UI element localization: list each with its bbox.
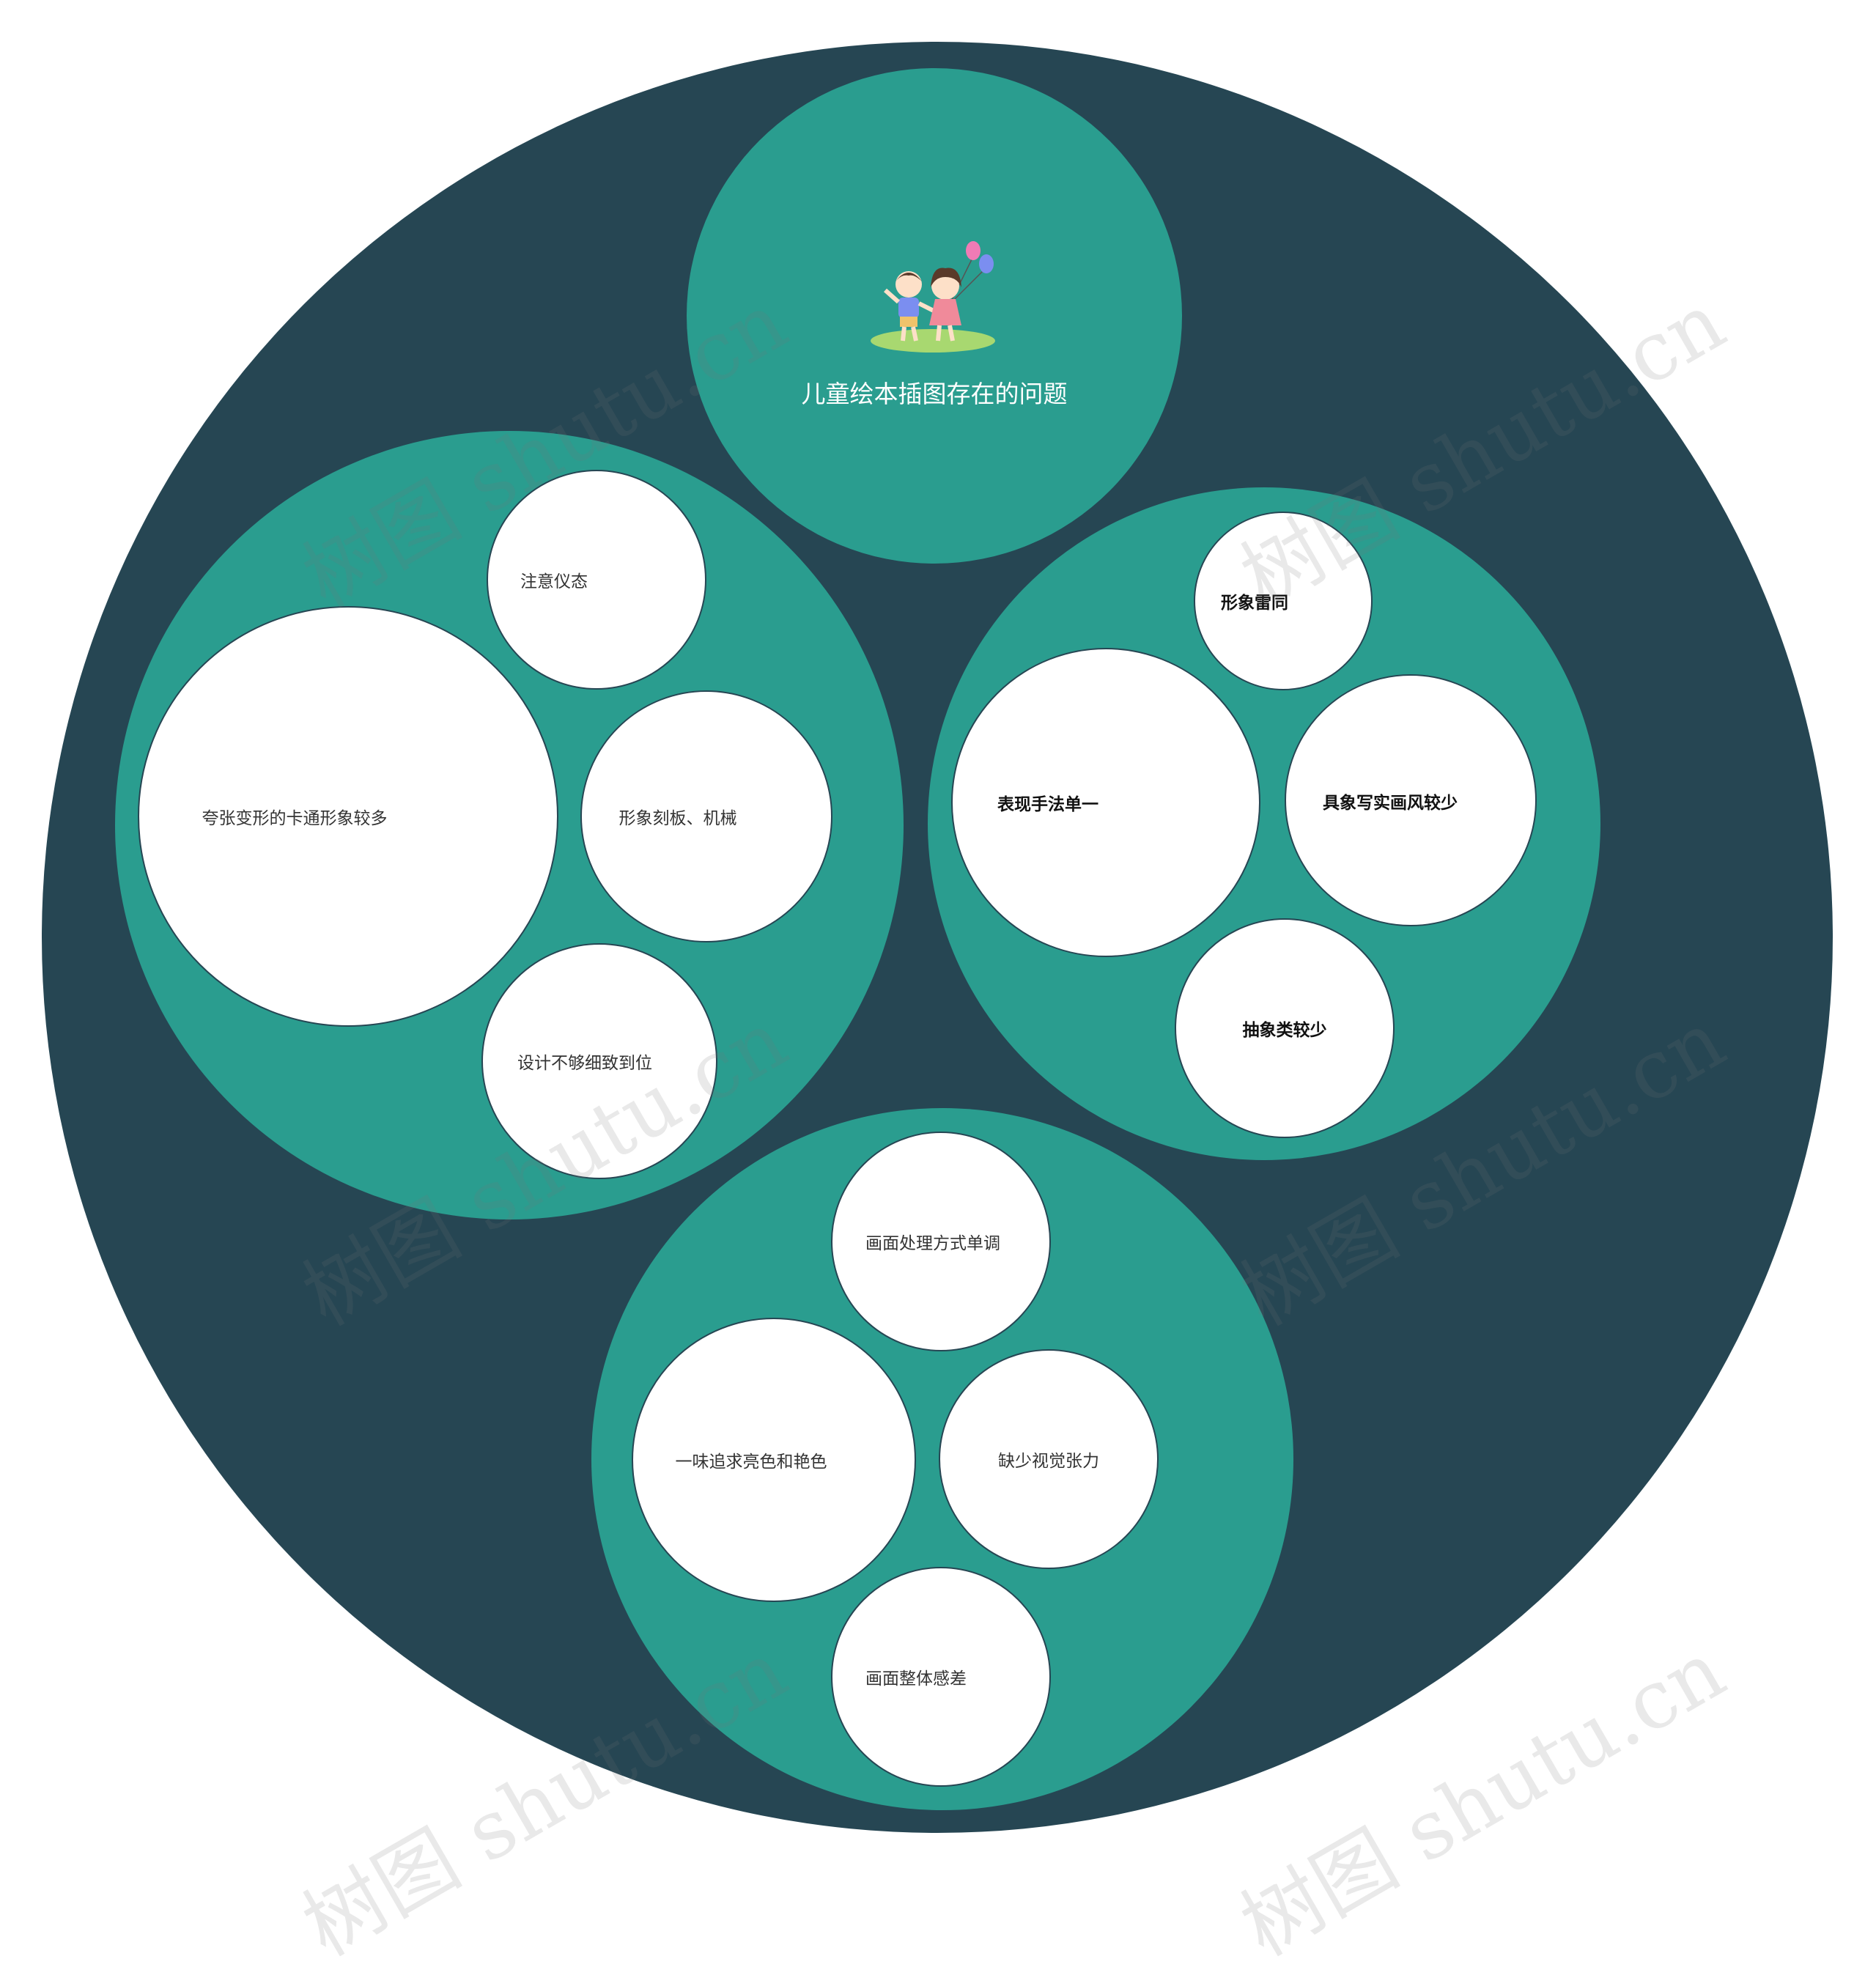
leaf-label: 缺少视觉张力 (998, 1452, 1099, 1471)
leaf-circle[interactable] (939, 1349, 1159, 1569)
leaf-label: 具象写实画风较少 (1323, 794, 1458, 813)
leaf-label: 表现手法单一 (997, 795, 1098, 814)
leaf-circle[interactable] (487, 470, 706, 690)
leaf-label: 形象刻板、机械 (618, 809, 737, 828)
children-with-balloons-icon (871, 241, 995, 353)
leaf-label: 注意仪态 (520, 572, 588, 591)
leaf-circle[interactable] (580, 690, 832, 942)
leaf-label: 一味追求亮色和艳色 (675, 1453, 827, 1472)
leaf-circle[interactable] (831, 1132, 1051, 1351)
circle-packing-diagram: 儿童绘本插图存在的问题 注意仪态 夸张变形的卡通形象较多 形象刻板、机械 设计不… (42, 42, 1833, 1974)
leaf-label: 设计不够细致到位 (517, 1054, 652, 1073)
leaf-circle[interactable] (831, 1567, 1051, 1787)
leaf-label: 画面整体感差 (865, 1669, 967, 1689)
root-title: 儿童绘本插图存在的问题 (801, 380, 1068, 408)
leaf-circle[interactable] (138, 606, 558, 1027)
leaf-circle[interactable] (481, 943, 717, 1179)
leaf-label: 夸张变形的卡通形象较多 (202, 809, 388, 828)
leaf-circle[interactable] (1194, 512, 1373, 690)
leaf-label: 形象雷同 (1221, 594, 1288, 613)
leaf-circle[interactable] (632, 1318, 916, 1602)
leaf-circle[interactable] (1175, 918, 1395, 1138)
leaf-circle[interactable] (951, 648, 1260, 957)
leaf-label: 抽象类较少 (1242, 1021, 1327, 1040)
leaf-label: 画面处理方式单调 (865, 1234, 1000, 1253)
leaf-circle[interactable] (1285, 674, 1537, 926)
